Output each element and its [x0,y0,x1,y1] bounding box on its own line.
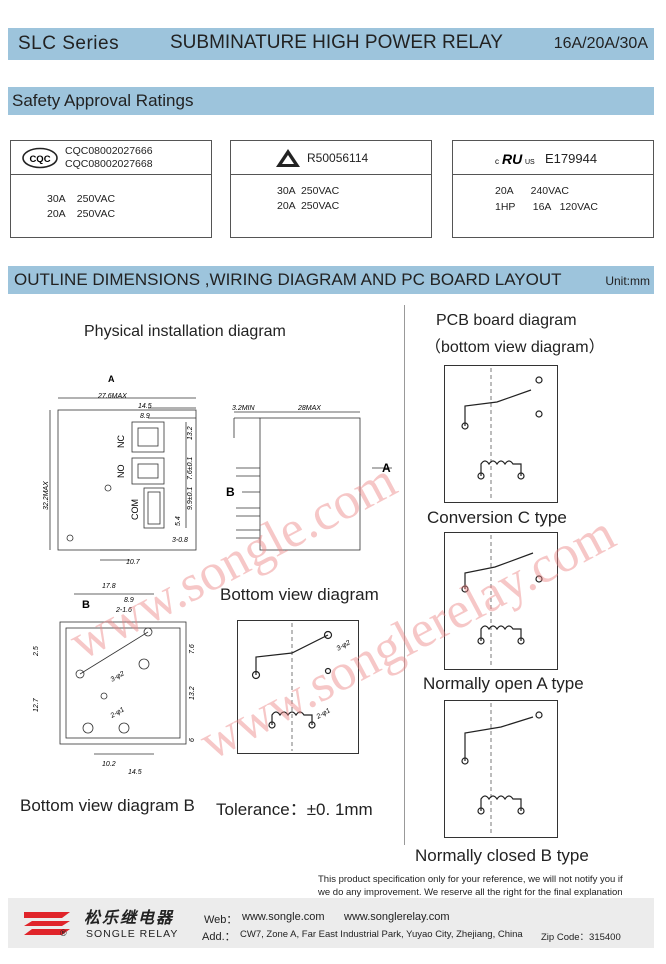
notice-line-2: we do any improvement. We reserve all th… [318,887,623,898]
svg-text:14.5: 14.5 [138,403,152,410]
songle-logo-icon [24,912,70,935]
safety-heading: Safety Approval Ratings [12,91,194,110]
pcb-diagram-sublabel: （bottom view diagram） [425,339,605,356]
normally-open-circuit [461,535,543,667]
cqc-approval-box: CQC CQC08002027666 CQC08002027668 30A 25… [10,140,212,238]
svg-text:c: c [495,157,499,166]
svg-text:32.2MAX: 32.2MAX [43,481,50,510]
svg-text:9.9±0.1: 9.9±0.1 [187,487,194,510]
svg-text:14.5: 14.5 [128,769,142,776]
brand-english: SONGLE RELAY [86,928,179,940]
cqc-logo-icon: CQC [22,147,58,169]
svg-text:17.8: 17.8 [102,583,116,590]
svg-text:8.9: 8.9 [124,597,134,604]
ul-recognized-icon: c RU US [495,151,535,167]
tuv-rating-2: 20A 250VAC [277,200,340,212]
pcb-normally-open-frame [444,532,558,670]
svg-text:2.5: 2.5 [33,646,40,657]
svg-text:13.2: 13.2 [189,686,196,700]
ul-rating-2: 1HP 16A 120VAC [495,201,598,213]
tuv-rating-1: 30A 250VAC [277,185,340,197]
svg-text:A: A [108,374,115,384]
svg-text:27.6MAX: 27.6MAX [97,393,127,400]
svg-text:B: B [226,485,235,499]
unit-label: Unit:mm [605,274,650,288]
normally-open-label: Normally open A type [423,674,584,693]
svg-text:2-φ1: 2-φ1 [315,707,332,721]
conversion-c-label: Conversion C type [427,508,567,527]
tolerance-label: Tolerance：±0. 1mm [216,800,373,819]
top-view-drawing: A 27.6MAX 14.5 8.9 32.2MAX NC NO COM 13.… [43,374,197,566]
ul-rating-1: 20A 240VAC [495,185,569,197]
tuv-approval-box: R50056114 30A 250VAC 20A 250VAC [230,140,432,238]
pcb-conversion-c-frame [444,365,558,503]
ul-approval-box: c RU US E179944 20A 240VAC 1HP 16A 120VA… [452,140,654,238]
svg-text:CQC: CQC [29,154,50,165]
web-label: Web： [204,914,238,926]
column-divider [404,305,405,845]
svg-text:B: B [82,599,90,611]
address-text: CW7, Zone A, Far East Industrial Park, Y… [240,929,523,940]
svg-text:2-1.6: 2-1.6 [115,607,132,614]
registered-mark: ® [60,928,67,938]
bottom-view-b-label: Bottom view diagram B [20,796,195,815]
bottom-view-circuit: 3-φ2 2-φ1 [251,623,352,751]
svg-text:US: US [525,159,535,166]
svg-text:3-φ2: 3-φ2 [336,639,352,652]
tuv-triangle-icon [276,149,300,167]
svg-text:A: A [382,461,391,475]
svg-text:10.2: 10.2 [102,761,116,768]
svg-text:7.6±0.1: 7.6±0.1 [187,457,194,480]
brand-chinese: 松乐继电器 [84,908,175,927]
tuv-cert: R50056114 [307,151,369,165]
cqc-cert-1: CQC08002027666 [65,145,153,157]
normally-closed-circuit [461,703,543,835]
svg-text:5.4: 5.4 [175,516,182,526]
bottom-view-label: Bottom view diagram [220,585,379,604]
svg-text:7.6: 7.6 [189,644,196,654]
product-title: SUBMINATURE HIGH POWER RELAY [170,32,503,53]
bottom-view-frame: 3-φ2 2-φ1 [237,620,359,754]
physical-diagram-label: Physical installation diagram [84,323,286,340]
svg-text:RU: RU [502,151,523,167]
footer: ® 松乐继电器 SONGLE RELAY Web： www.songle.com… [8,898,654,948]
header-bar: SLC Series SUBMINATURE HIGH POWER RELAY … [8,28,654,60]
pcb-normally-closed-frame [444,700,558,838]
svg-text:6: 6 [189,738,196,742]
side-view-drawing: 3.2MIN 28MAX A B [226,405,392,551]
svg-text:28MAX: 28MAX [297,405,321,412]
bottom-view-b-drawing: 17.8 B 8.9 2-1.6 2.5 12.7 7.6 13.2 6 3-φ… [33,583,196,776]
cqc-cert-2: CQC08002027668 [65,158,153,170]
series-name: SLC Series [18,33,120,54]
conversion-c-circuit [461,368,543,500]
svg-text:3-φ2: 3-φ2 [110,670,126,683]
svg-text:13.2: 13.2 [187,426,194,440]
svg-text:NO: NO [116,465,126,479]
zip-code: Zip Code：315400 [541,932,621,943]
cqc-rating-1: 30A 250VAC [47,193,116,205]
svg-text:NC: NC [116,435,126,448]
svg-text:8.9: 8.9 [140,413,150,420]
current-ratings: 16A/20A/30A [553,35,648,52]
notice-line-1: This product specification only for your… [318,874,623,885]
safety-section-bar: Safety Approval Ratings [8,87,654,115]
ul-cert: E179944 [545,151,598,166]
normally-closed-label: Normally closed B type [415,846,589,865]
cqc-rating-2: 20A 250VAC [47,208,116,220]
svg-text:2-φ1: 2-φ1 [109,706,126,720]
svg-text:3.2MIN: 3.2MIN [232,405,256,412]
outline-section-bar: OUTLINE DIMENSIONS ,WIRING DIAGRAM AND P… [8,266,654,294]
web-link-2[interactable]: www.songlerelay.com [344,911,450,923]
svg-text:COM: COM [130,499,140,520]
pcb-diagram-label: PCB board diagram [436,312,577,329]
web-link-1[interactable]: www.songle.com [242,911,325,923]
svg-text:10.7: 10.7 [126,559,141,566]
outline-heading: OUTLINE DIMENSIONS ,WIRING DIAGRAM AND P… [14,270,562,289]
address-label: Add.： [202,931,236,943]
svg-text:3-0.8: 3-0.8 [172,537,188,544]
svg-text:12.7: 12.7 [33,697,40,712]
